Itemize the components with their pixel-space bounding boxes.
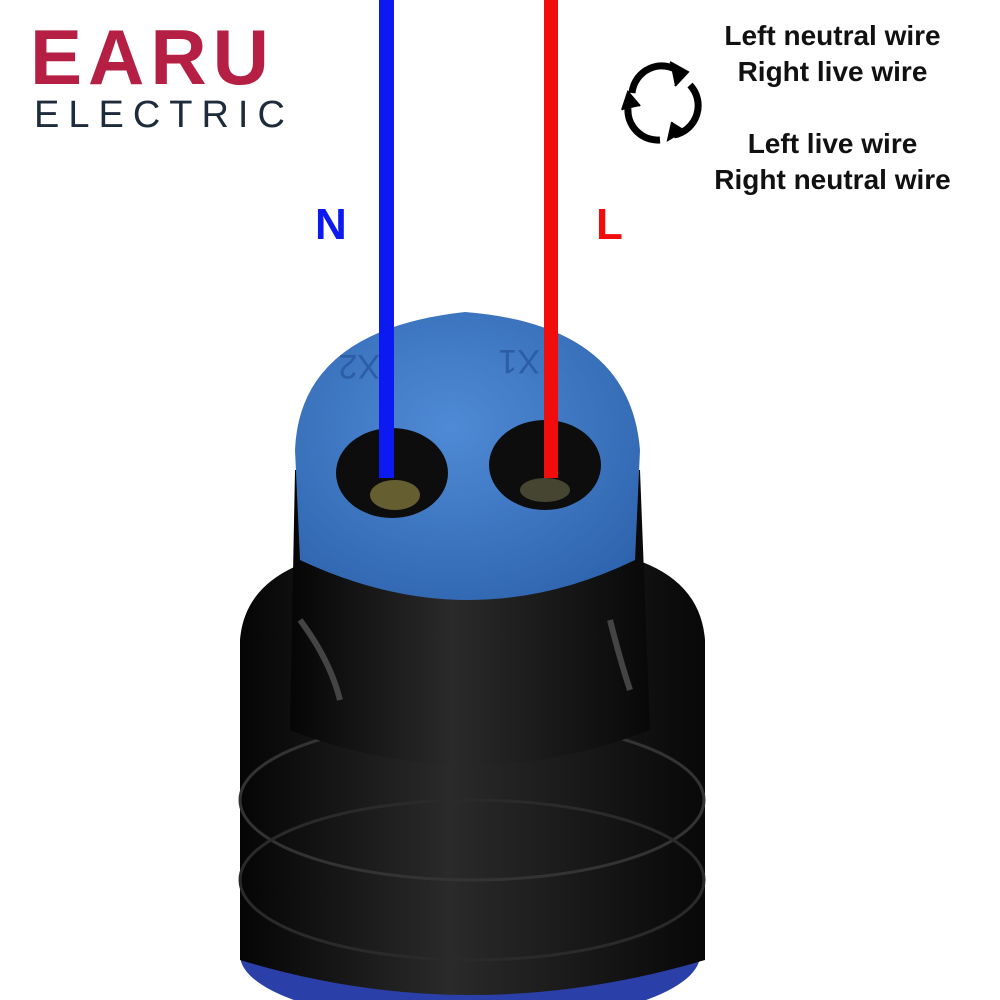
rotate-arrows-icon <box>621 61 702 144</box>
brand-logo: EARU <box>30 13 276 101</box>
live-label: L <box>596 200 623 249</box>
wiring-option-1: Left neutral wire Right live wire <box>690 18 975 90</box>
terminal-x2-mark: X2 <box>338 347 380 385</box>
terminal-x1-mark: X1 <box>498 342 540 380</box>
neutral-label: N <box>315 200 347 249</box>
option1-line2: Right live wire <box>737 56 928 87</box>
live-wire <box>544 0 558 478</box>
wiring-option-2: Left live wire Right neutral wire <box>690 126 975 198</box>
neutral-wire <box>379 0 394 478</box>
brand-subtitle: ELECTRIC <box>34 94 294 136</box>
option2-line1: Left live wire <box>747 128 918 159</box>
option2-line2: Right neutral wire <box>714 164 951 195</box>
option1-line1: Left neutral wire <box>724 20 941 51</box>
